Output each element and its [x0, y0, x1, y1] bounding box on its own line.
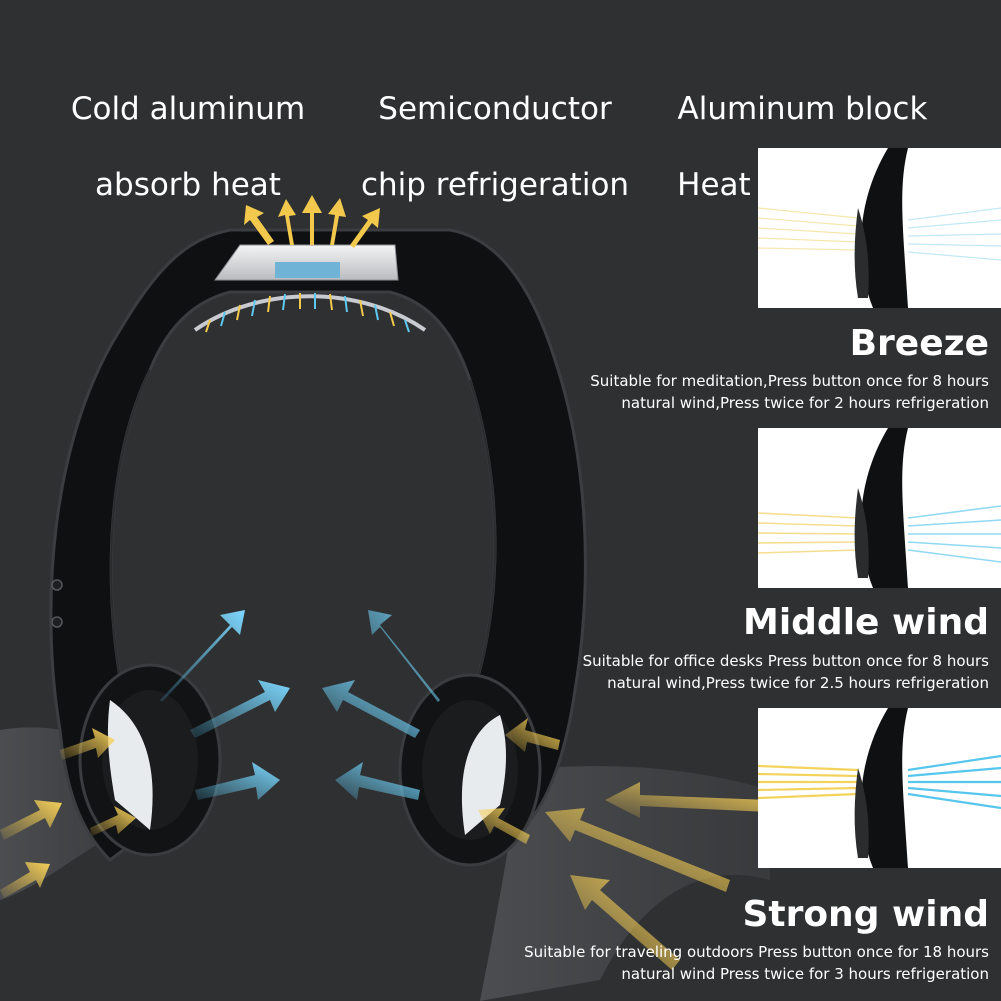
- description-line: natural wind,Press twice for 2 hours ref…: [621, 394, 989, 412]
- description-line: Suitable for traveling outdoors Press bu…: [524, 943, 989, 961]
- label-line: Aluminum block: [677, 91, 928, 127]
- description-line: natural wind,Press twice for 2.5 hours r…: [607, 674, 989, 692]
- mode-button: [51, 616, 63, 628]
- label-line: absorb heat: [95, 167, 281, 203]
- strong-wind-mode-image: [758, 708, 1001, 868]
- airflow-band-right: [480, 766, 770, 1001]
- description-line: natural wind Press twice for 3 hours ref…: [621, 965, 989, 983]
- middle-wind-description: Suitable for office desks Press button o…: [469, 650, 989, 694]
- power-button: [51, 579, 63, 591]
- cold-aluminum-arc: [193, 294, 427, 332]
- description-line: Suitable for meditation,Press button onc…: [590, 372, 989, 390]
- label-semiconductor-chip: Semiconductor chip refrigeration: [350, 52, 640, 204]
- warm-air-arrows: [0, 718, 770, 970]
- label-line: Semiconductor: [378, 91, 612, 127]
- right-fan-housing: [398, 673, 542, 867]
- label-line: Cold aluminum: [70, 91, 306, 127]
- middle-wind-mode-image: [758, 428, 1001, 588]
- left-fan-housing: [78, 663, 222, 857]
- heat-wave-marks: [205, 293, 410, 333]
- heat-up-arrows: [244, 195, 380, 248]
- strong-wind-title: Strong wind: [742, 894, 989, 935]
- label-cold-aluminum: Cold aluminum absorb heat: [58, 52, 318, 204]
- label-line: chip refrigeration: [360, 167, 630, 203]
- middle-wind-title: Middle wind: [743, 602, 989, 643]
- description-line: Suitable for office desks Press button o…: [582, 652, 989, 670]
- strong-wind-description: Suitable for traveling outdoors Press bu…: [469, 941, 989, 985]
- semiconductor-chip: [275, 262, 340, 278]
- breeze-mode-image: [758, 148, 1001, 308]
- breeze-title: Breeze: [849, 323, 989, 364]
- breeze-description: Suitable for meditation,Press button onc…: [469, 370, 989, 414]
- aluminum-heat-sink: [214, 244, 399, 281]
- cool-air-arrows: [160, 610, 440, 800]
